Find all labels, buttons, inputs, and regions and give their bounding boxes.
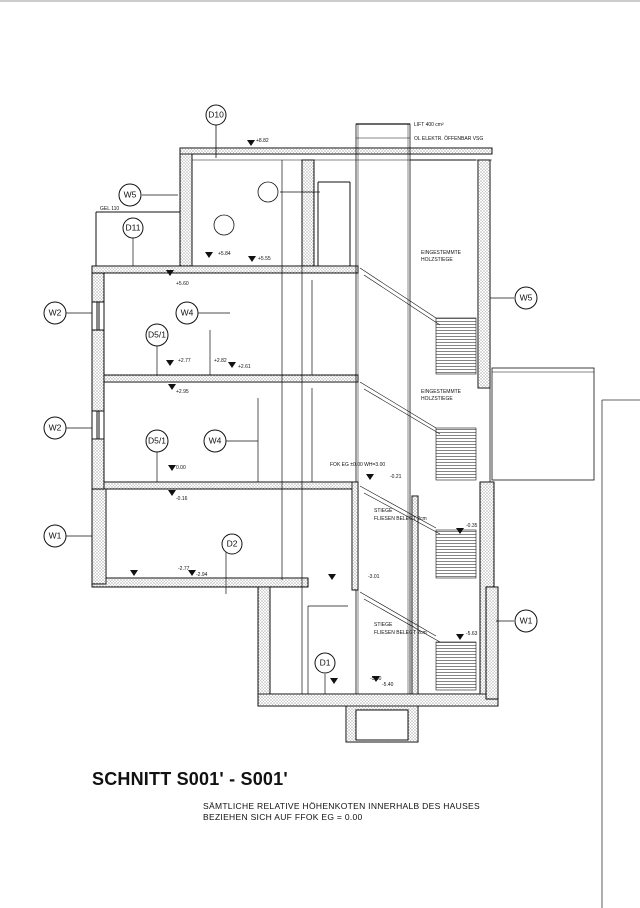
annotations: LIFT 400 cm² OL ELEKTR. ÖFFENBAR VSG GEL…	[100, 122, 483, 636]
gel-label: GEL 110	[100, 206, 119, 212]
level-markers	[130, 140, 464, 684]
note-line-1: SÄMTLICHE RELATIVE HÖHENKOTEN INNERHALB …	[203, 801, 480, 811]
svg-text:D2: D2	[227, 538, 238, 548]
tag-w4-upper: W4	[175, 301, 199, 325]
elektr-label: OL ELEKTR. ÖFFENBAR VSG	[414, 135, 483, 142]
level-eg-b: -0.16	[176, 496, 188, 502]
tag-d1: D1	[314, 652, 336, 674]
level-eg-c: -0.21	[390, 474, 402, 480]
level-kg2-c: -5.40	[382, 682, 394, 688]
level-kg2-b: -5.63	[466, 631, 478, 637]
svg-text:W1: W1	[520, 615, 533, 625]
stair-lower-line1: STIEGE	[374, 508, 393, 514]
level-top: +8.82	[256, 138, 269, 144]
tag-w5-left: W5	[118, 183, 142, 207]
tag-w2-lower: W2	[43, 416, 67, 440]
tag-w2-upper: W2	[43, 301, 67, 325]
level-og1: +2.77	[178, 358, 191, 364]
tag-d51-upper: D5/1	[145, 323, 169, 347]
level-kg1: -2.77	[178, 566, 190, 572]
level-og2: +5.84	[218, 251, 231, 257]
tag-callouts	[66, 124, 514, 622]
level-labels: +8.82 +5.84 +5.55 +5.60 +2.77 +2.82 +2.6…	[176, 138, 478, 688]
level-og1-b: +2.82	[214, 358, 227, 364]
stair-upper-line2: HOLZSTIEGE	[421, 257, 453, 263]
lift-label: LIFT 400 cm²	[414, 122, 444, 128]
stair-basement-line2: FLIESEN BELEGT 2cm	[374, 630, 427, 636]
fok-eg-label: FOK EG ±0.00 WH=3.00	[330, 462, 385, 468]
level-eg-d: -0.35	[466, 523, 478, 529]
level-og1-c: +2.61	[238, 364, 251, 370]
stair-basement-line1: STIEGE	[374, 622, 393, 628]
level-eg: 0.00	[176, 465, 186, 471]
level-og2-b: +5.55	[258, 256, 271, 262]
building-structure	[91, 123, 640, 908]
svg-text:W4: W4	[181, 307, 194, 317]
stair-mid-line2: HOLZSTIEGE	[421, 396, 453, 402]
svg-text:D5/1: D5/1	[148, 329, 166, 339]
svg-text:D11: D11	[126, 222, 141, 232]
tag-d11: D11	[122, 217, 144, 239]
svg-text:D5/1: D5/1	[148, 435, 166, 445]
svg-text:D1: D1	[320, 657, 331, 667]
tag-d10: D10	[205, 104, 227, 126]
svg-text:D10: D10	[208, 109, 224, 119]
tag-w4-lower: W4	[203, 429, 227, 453]
level-kg1-c: -3.01	[368, 574, 380, 580]
tag-d2: D2	[221, 533, 243, 555]
level-og1-d: +2.95	[176, 389, 189, 395]
level-kg2: -5.60	[370, 676, 382, 682]
tag-w5-right: W5	[514, 286, 538, 310]
level-og2-c: +5.60	[176, 281, 189, 287]
stair-upper-line1: EINGESTEMMTE	[421, 250, 462, 256]
svg-text:W2: W2	[49, 422, 62, 432]
tag-d51-lower: D5/1	[145, 429, 169, 453]
level-kg1-b: -2.94	[196, 572, 208, 578]
note-line-2: BEZIEHEN SICH AUF FFOK EG = 0.00	[203, 812, 363, 822]
svg-text:W1: W1	[49, 530, 62, 540]
stair-mid-line1: EINGESTEMMTE	[421, 389, 462, 395]
tag-w1-right: W1	[514, 609, 538, 633]
svg-text:W2: W2	[49, 307, 62, 317]
svg-text:W4: W4	[209, 435, 222, 445]
tag-w1-left: W1	[43, 524, 67, 548]
stair-lower-line2: FLIESEN BELEGT 2cm	[374, 516, 427, 522]
section-title: SCHNITT S001' - S001'	[92, 769, 288, 789]
svg-text:W5: W5	[124, 189, 137, 199]
svg-text:W5: W5	[520, 292, 533, 302]
